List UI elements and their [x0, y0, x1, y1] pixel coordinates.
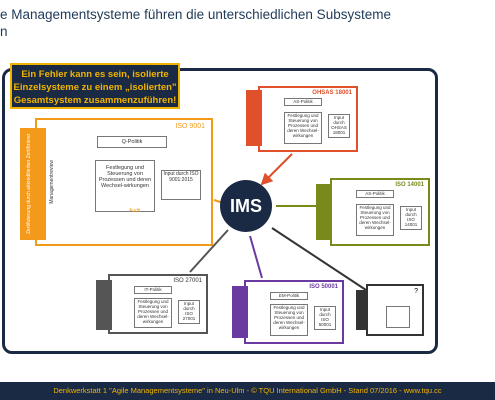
iso9001-title: ISO 9001: [175, 123, 205, 130]
ohsas-title: OHSAS 18001: [312, 90, 352, 96]
unknown-inner: [386, 306, 410, 328]
slide-title-line2: n: [0, 24, 8, 39]
unknown-side: [356, 290, 368, 330]
ohsas-policy: AS-Politik: [284, 98, 322, 106]
iso9001-audit: Audit: [129, 208, 141, 214]
warning-callout: Ein Fehler kann es sein, isolierte Einze…: [10, 63, 180, 109]
arrow-from-ohsas: [260, 153, 293, 186]
iso27001-title: ISO 27001: [173, 278, 202, 284]
iso9001-process: Festlegung und Steuerung von Prozessen u…: [95, 160, 155, 212]
iso27001-box: ISO 27001 IT-Politik Festlegung und Steu…: [108, 274, 208, 334]
ohsas-side: [246, 90, 262, 146]
arrow-from-50001: [249, 235, 263, 279]
iso50001-process: Festlegung und Steuerung von Prozessen u…: [270, 304, 308, 336]
iso14001-box: ISO 14001 AS-Politik Festlegung und Steu…: [330, 178, 430, 246]
iso50001-title: ISO 50001: [309, 284, 338, 290]
iso50001-side: [232, 286, 248, 338]
ohsas-process: Festlegung und Steuerung von Prozessen u…: [284, 112, 322, 144]
unknown-title: ?: [414, 288, 418, 295]
callout-line2: Einzelsysteme zu einem „isolierten": [13, 82, 177, 93]
ohsas-box: OHSAS 18001 AS-Politik Festlegung und St…: [258, 86, 358, 152]
iso27001-policy: IT-Politik: [134, 286, 172, 294]
ohsas-input: Input durch OHSAS 18001: [328, 114, 350, 138]
iso14001-side: [316, 184, 332, 240]
arrow-from-unknown: [271, 227, 367, 291]
header: e Managementsysteme führen die unterschi…: [0, 0, 495, 54]
iso27001-side: [96, 280, 112, 330]
iso50001-policy: EM-Politik: [270, 292, 308, 300]
iso14001-process: Festlegung und Steuerung von Prozessen u…: [356, 204, 394, 236]
iso9001-policy: Q-Politik: [97, 136, 167, 148]
iso27001-process: Festlegung und Steuerung von Prozessen u…: [134, 298, 172, 328]
iso27001-input: Input durch ISO 27001: [178, 300, 200, 324]
callout-line1: Ein Fehler kann es sein, isolierte: [21, 69, 169, 80]
footer: Denkwerkstatt 1 "Agile Managementsysteme…: [0, 382, 495, 400]
iso9001-box: ISO 9001 Q-Politik Festlegung und Steuer…: [35, 118, 213, 246]
iso14001-policy: AS-Politik: [356, 190, 394, 198]
iso9001-input: Input durch ISO 9001:2015: [161, 170, 201, 200]
slide-title: e Managementsysteme führen die unterschi…: [0, 7, 391, 22]
callout-line3: Gesamtsystem zusammenzuführen!: [13, 95, 177, 106]
iso50001-input: Input durch ISO 50001: [314, 306, 336, 330]
ims-circle: IMS: [220, 180, 272, 232]
arrow-from-27001: [189, 229, 229, 273]
iso14001-input: Input durch ISO 14001: [400, 206, 422, 230]
iso50001-box: ISO 50001 EM-Politik Festlegung und Steu…: [244, 280, 344, 344]
iso14001-title: ISO 14001: [395, 182, 424, 188]
iso9001-side: Zertifizierung durch akkreditierten Zert…: [20, 128, 46, 240]
